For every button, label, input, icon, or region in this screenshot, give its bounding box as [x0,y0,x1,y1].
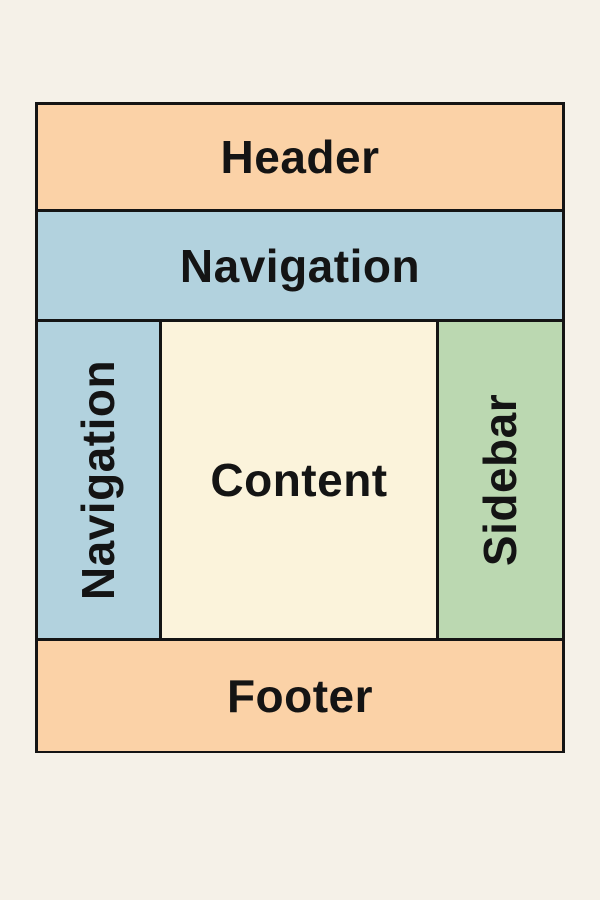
side-navigation-block: Navigation [38,322,159,638]
middle-row: Navigation Content Sidebar [38,322,562,638]
content-block: Content [162,322,436,638]
sidebar-label: Sidebar [474,393,527,567]
page-layout-diagram: Header Navigation Navigation Content Sid… [35,102,565,753]
footer-block: Footer [38,641,562,751]
side-navigation-label: Navigation [72,359,125,601]
header-label: Header [220,131,380,183]
top-navigation-label: Navigation [179,239,421,292]
content-label: Content [210,454,388,506]
top-navigation-block: Navigation [38,212,562,319]
header-block: Header [38,105,562,209]
footer-label: Footer [226,670,374,722]
sidebar-block: Sidebar [439,322,562,638]
